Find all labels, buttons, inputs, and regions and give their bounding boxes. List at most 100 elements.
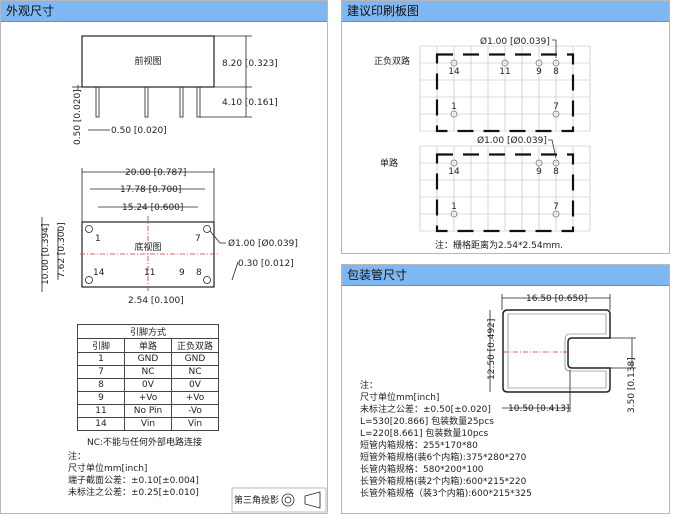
cell: 14 xyxy=(77,417,125,431)
pad-label: 8 xyxy=(553,67,559,77)
dim-height-762: 7.62 [0.300] xyxy=(57,222,67,278)
pad-label: 14 xyxy=(448,167,460,177)
dim-width-1524: 15.24 [0.600] xyxy=(122,203,183,213)
header-cell: 单路 xyxy=(124,338,172,353)
note-line: 端子截面公差：±0.10[±0.004] xyxy=(68,476,199,486)
pad-dual xyxy=(535,59,543,67)
cell: +Vo xyxy=(171,391,219,405)
leader-line xyxy=(548,139,557,159)
table-row: 9+Vo+Vo xyxy=(77,391,219,405)
dim-pin: 0.30 [0.012] xyxy=(238,259,294,269)
tube-slot-dim: 3.50 [0.138] xyxy=(627,357,637,413)
pad-dual xyxy=(450,59,458,67)
cell: 0V xyxy=(171,378,219,392)
outline-single xyxy=(435,153,575,233)
cell: Vin xyxy=(124,417,172,431)
tube-drawing: 16.50 [0.650] 12.50 [0.492] 3.50 [0.138]… xyxy=(487,294,637,414)
pad-label: 9 xyxy=(536,67,542,77)
pad-dual xyxy=(450,110,458,118)
tube-height-dim: 12.50 [0.492] xyxy=(487,319,497,380)
dual-label: 正负双路 xyxy=(374,55,410,67)
pad-dual xyxy=(552,110,560,118)
header-cell: 引脚 xyxy=(77,338,125,353)
pad-single xyxy=(450,159,458,167)
tube-notes: 注： 尺寸单位mm[inch] 未标注之公差：±0.50[±0.020] L=5… xyxy=(360,380,532,500)
pin-label: 1 xyxy=(95,234,101,244)
single-hole-dim: Ø1.00 [Ø0.039] xyxy=(477,135,547,146)
note-line: 长管外箱规格(装2个内箱):600*215*220 xyxy=(360,477,527,487)
note-line: 短管内箱规格：255*170*80 xyxy=(360,441,478,451)
bottom-view: 20.00 [0.787] 17.78 [0.700] 15.24 [0.600… xyxy=(41,168,298,306)
cell: Vin xyxy=(171,417,219,431)
pad-label: 11 xyxy=(499,67,510,77)
front-view: 前视图 8.20 [0.323] 4.10 [0.161] 0.50 [0.02… xyxy=(72,35,278,145)
front-view-label: 前视图 xyxy=(134,55,161,67)
cell: 9 xyxy=(77,391,125,405)
pad-label: 9 xyxy=(536,167,542,177)
pcb-note: 注：栅格距离为2.54*2.54mm. xyxy=(435,239,563,251)
pin-label: 14 xyxy=(93,268,105,278)
pad-label: 8 xyxy=(553,167,559,177)
note-line: 未标注之公差：±0.25[±0.010] xyxy=(68,488,199,498)
outline-notes: 注： 尺寸单位mm[inch] 端子截面公差：±0.10[±0.004] 未标注… xyxy=(68,451,199,499)
cell: -Vo xyxy=(171,404,219,418)
note-line: 尺寸单位mm[inch] xyxy=(360,393,440,403)
note-line: 注： xyxy=(68,452,87,462)
outline-title: 外观尺寸 xyxy=(1,1,327,22)
tube-depth-dim: 10.50 [0.413] xyxy=(508,404,569,414)
note-line: L=220[8.661] 包装数量10pcs xyxy=(360,429,489,439)
cell: +Vo xyxy=(124,391,172,405)
pad-label: 14 xyxy=(448,67,460,77)
pad-single xyxy=(535,159,543,167)
dim-hole: Ø1.00 [Ø0.039] xyxy=(228,238,298,249)
single-label: 单路 xyxy=(380,157,398,169)
dim-pitch: 2.54 [0.100] xyxy=(128,296,184,306)
cell: GND xyxy=(124,352,172,366)
pin-label: 9 xyxy=(179,268,185,278)
pad-single xyxy=(552,210,560,218)
tube-width-dim: 16.50 [0.650] xyxy=(526,294,587,304)
cell: 8 xyxy=(77,378,125,392)
pad-dual xyxy=(552,59,560,67)
pin-label: 7 xyxy=(195,234,201,244)
dual-hole-dim: Ø1.00 [Ø0.039] xyxy=(480,36,550,47)
pcb-panel: 建议印刷板图 xyxy=(341,0,670,254)
note-line: 注： xyxy=(360,381,379,391)
note-line: 长管外箱规格（装3个内箱):600*215*325 xyxy=(360,489,532,499)
dim-width-1778: 17.78 [0.700] xyxy=(120,185,181,195)
pad-single xyxy=(552,159,560,167)
note-line: 未标注之公差：±0.50[±0.020] xyxy=(360,405,491,415)
cell: NC xyxy=(171,365,219,379)
leader-line xyxy=(552,39,557,58)
tube-panel: 包装管尺寸 xyxy=(341,264,670,514)
pin-label: 8 xyxy=(196,268,202,278)
note-line: 尺寸单位mm[inch] xyxy=(68,464,148,474)
header-cell: 正负双路 xyxy=(171,338,219,353)
note-line: L=530[20.866] 包装数量25pcs xyxy=(360,417,494,427)
cell: 7 xyxy=(77,365,125,379)
dim-pin-width: 0.50 [0.020] xyxy=(111,126,167,136)
dim-standoff: 0.50 [0.020] xyxy=(73,89,83,145)
cell: GND xyxy=(171,352,219,366)
cell: 11 xyxy=(77,404,125,418)
dim-width-20: 20.00 [0.787] xyxy=(125,168,186,178)
note-line: 长管内箱规格：580*200*100 xyxy=(360,465,484,475)
projection-label: 第三角投影 xyxy=(234,494,279,506)
cell: 1 xyxy=(77,352,125,366)
dim-height-10: 10.00 [0.394] xyxy=(41,224,51,285)
bottom-view-label: 底视图 xyxy=(134,241,161,253)
table-title: 引脚方式 xyxy=(77,324,219,339)
pad-label: 1 xyxy=(451,202,457,212)
note-line: 短管外箱规格(装6个内箱):375*280*270 xyxy=(360,453,527,463)
cell: 0V xyxy=(124,378,172,392)
projection-symbol: 第三角投影 xyxy=(231,487,327,513)
pad-dual xyxy=(501,59,509,67)
